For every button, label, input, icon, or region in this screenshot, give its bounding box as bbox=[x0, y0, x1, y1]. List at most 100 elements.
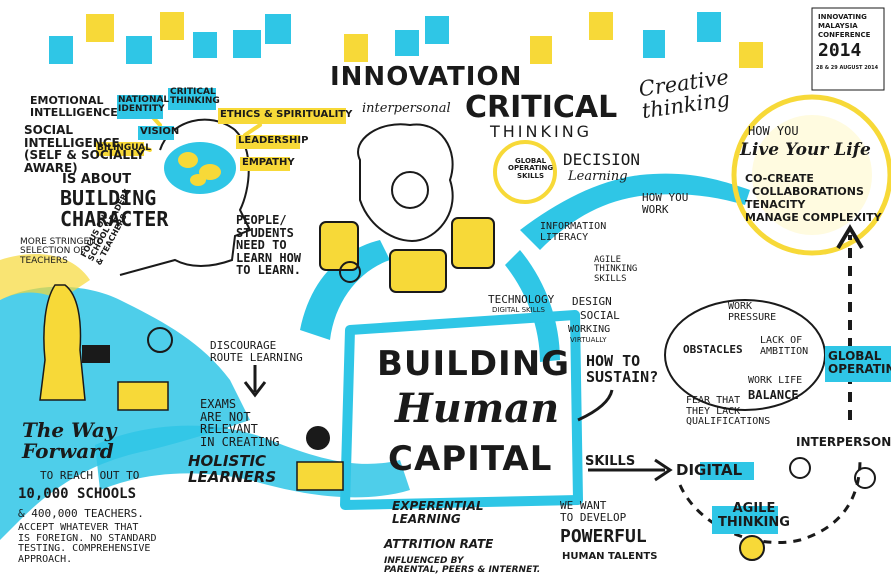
label-obstacles: OBSTACLES bbox=[683, 343, 743, 356]
label-experiential: EXPERENTIAL LEARNING bbox=[392, 499, 484, 526]
label-ethics: ETHICS & SPIRITUALITY bbox=[220, 109, 353, 120]
label-decision: DECISION bbox=[563, 150, 641, 169]
bullet-co-create: CO-CREATE bbox=[745, 172, 814, 185]
label-social-center: SOCIAL bbox=[580, 309, 620, 322]
sticky-note bbox=[126, 36, 152, 64]
sticky-note bbox=[425, 16, 449, 44]
desk bbox=[117, 381, 169, 411]
sticky-note bbox=[265, 14, 291, 44]
sticky-note bbox=[589, 12, 613, 40]
label-how-you-work: HOW YOU WORK bbox=[642, 191, 689, 216]
label-critical-thinking: CRITICAL THINKING bbox=[170, 87, 220, 107]
sticky-note bbox=[643, 30, 665, 58]
cyan-flow-center2 bbox=[505, 250, 560, 362]
sticky-note bbox=[193, 32, 217, 58]
label-attrition: ATTRITION RATE bbox=[384, 537, 494, 551]
woman-hair bbox=[357, 123, 454, 242]
heading-thinking: THINKING bbox=[490, 122, 593, 141]
label-social: SOCIAL INTELLIGENCE (SELF & SOCIALLY AWA… bbox=[24, 123, 145, 175]
conference-dates: 28 & 29 AUGUST 2014 bbox=[816, 65, 879, 71]
bullet-collaborations: COLLABORATIONS bbox=[752, 185, 864, 198]
sticky-note bbox=[530, 36, 552, 64]
label-people: PEOPLE/ STUDENTS NEED TO LEARN HOW TO LE… bbox=[236, 213, 302, 278]
label-way-forward: The Way Forward bbox=[22, 418, 117, 463]
label-teachers: & 400,000 TEACHERS. bbox=[18, 507, 144, 520]
label-live-your-life: Live Your Life bbox=[740, 140, 871, 160]
label-national: NATIONAL IDENTITY bbox=[118, 95, 170, 115]
label-schools: 10,000 SCHOOLS bbox=[18, 486, 137, 502]
label-skills: SKILLS bbox=[585, 454, 636, 469]
sticky-note bbox=[233, 30, 261, 58]
label-how-you-live: HOW YOU bbox=[748, 124, 799, 138]
label-building-character: BUILDING CHARACTER bbox=[60, 186, 169, 231]
label-design: DESIGN bbox=[572, 295, 612, 308]
tablet bbox=[451, 217, 495, 269]
label-digital-skills: DIGITAL SKILLS bbox=[492, 306, 545, 314]
label-agile-skills: AGILE THINKING SKILLS bbox=[594, 255, 638, 284]
bullet-tenacity: TENACITY bbox=[745, 198, 806, 211]
label-accept: ACCEPT WHATEVER THAT IS FOREIGN. NO STAN… bbox=[18, 522, 157, 565]
tablet bbox=[319, 221, 359, 271]
label-influenced: INFLUENCED BY PARENTAL, PEERS & INTERNET… bbox=[384, 556, 541, 576]
cyan-flow-center bbox=[300, 240, 390, 340]
yellow-ring bbox=[493, 140, 557, 204]
sticky-note bbox=[697, 12, 721, 42]
label-interperson: INTERPERSON bbox=[796, 435, 891, 449]
brain bbox=[164, 142, 236, 194]
label-leadership: LEADERSHIP bbox=[238, 135, 309, 146]
label-lack: LACK OF AMBITION bbox=[760, 335, 809, 357]
label-empathy: EMPATHY bbox=[242, 157, 295, 168]
label-stringent: MORE STRINGENT SELECTION OF TEACHERS bbox=[20, 237, 102, 266]
sticky-note bbox=[395, 30, 419, 56]
label-emotional: EMOTIONAL INTELLIGENCE bbox=[30, 94, 118, 119]
conference-year: 2014 bbox=[818, 40, 862, 61]
heading-innovation: INNOVATION bbox=[330, 62, 523, 92]
label-balance: BALANCE bbox=[748, 388, 799, 402]
book bbox=[296, 461, 344, 491]
sticky-note bbox=[86, 14, 114, 42]
label-exams: EXAMS ARE NOT RELEVANT IN CREATING bbox=[200, 397, 280, 449]
heading-interpersonal: interpersonal bbox=[362, 101, 451, 116]
sticky-note bbox=[344, 34, 368, 62]
label-virtually: VIRTUALLY bbox=[570, 336, 607, 344]
label-fear: FEAR THAT THEY LACK QUALIFICATIONS bbox=[686, 395, 771, 427]
label-bilingual: BILINGUAL bbox=[97, 143, 151, 153]
tablet bbox=[389, 249, 447, 293]
center-capital: CAPITAL bbox=[388, 439, 553, 479]
yellow-sun bbox=[731, 94, 891, 256]
dashed-curve bbox=[678, 459, 862, 545]
bullet-manage-complexity: MANAGE COMPLEXITY bbox=[745, 211, 882, 224]
label-global-operating: GLOBAL OPERATING bbox=[828, 349, 891, 376]
conference-title: MALAYSIA bbox=[818, 22, 858, 30]
label-powerful: POWERFUL bbox=[560, 526, 647, 547]
capital-frame bbox=[340, 310, 583, 510]
heading-critical: CRITICAL bbox=[465, 90, 618, 125]
teacher-figure bbox=[39, 284, 86, 401]
sticky-note bbox=[739, 42, 763, 68]
label-we-want: WE WANT TO DEVELOP bbox=[560, 499, 627, 524]
conference-logo-frame bbox=[811, 7, 885, 91]
label-info: INFORMATION LITERACY bbox=[540, 221, 607, 243]
label-technology: TECHNOLOGY bbox=[488, 293, 555, 306]
head-outline bbox=[119, 118, 252, 276]
label-sustain: HOW TO SUSTAIN? bbox=[586, 352, 659, 386]
label-work-pressure: WORK PRESSURE bbox=[728, 301, 777, 323]
center-human: Human bbox=[395, 385, 560, 432]
label-working: WORKING bbox=[568, 324, 611, 335]
label-reach: TO REACH OUT TO bbox=[40, 469, 140, 482]
label-global-skills: GLOBAL OPERATING SKILLS bbox=[508, 157, 554, 180]
conference-title: CONFERENCE bbox=[818, 31, 871, 39]
arrow-sustain bbox=[577, 389, 614, 422]
label-learning: Learning bbox=[568, 169, 628, 184]
center-building: BUILDING bbox=[377, 344, 571, 384]
label-agile-thinking: AGILE THINKING bbox=[718, 501, 790, 530]
cyan-flow-right bbox=[520, 173, 750, 250]
sticky-note bbox=[49, 36, 73, 64]
label-vision: VISION bbox=[140, 126, 180, 137]
sticky-note bbox=[160, 12, 184, 40]
label-is-about: IS ABOUT bbox=[62, 172, 132, 187]
label-talents: HUMAN TALENTS bbox=[562, 551, 658, 562]
label-holistic: HOLISTIC LEARNERS bbox=[188, 452, 277, 486]
